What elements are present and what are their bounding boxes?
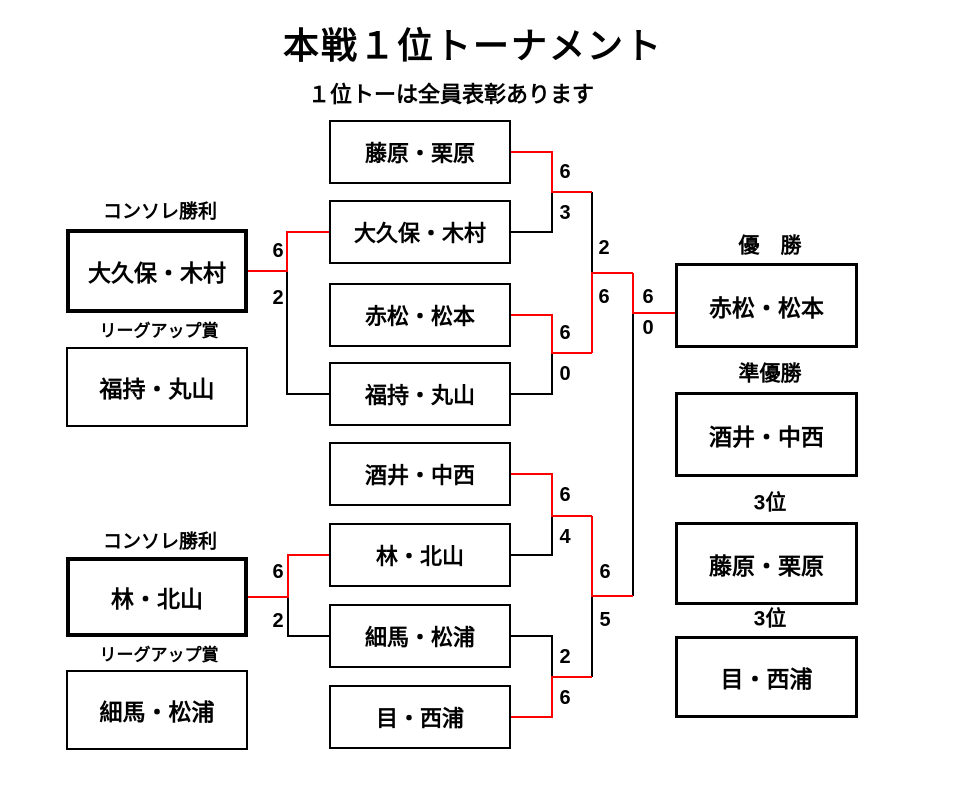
third-place-label-top: 3位 (753, 491, 787, 515)
page-title: 本戦１位トーナメント (282, 25, 664, 66)
score-round1-match4-bottom: 6 (559, 687, 571, 709)
win-path-line (511, 676, 592, 718)
round1-team-box-6: 林・北山 (329, 523, 511, 587)
bracket-line (286, 271, 329, 395)
page-subtitle: １位トーは全員表彰あります (307, 82, 595, 107)
league-up-prize-box-bottom: 細馬・松浦 (66, 670, 248, 750)
win-path-line (591, 272, 633, 353)
runner-up-box: 酒井・中西 (675, 392, 858, 477)
league-up-prize-label-bottom: リーグアップ賞 (99, 645, 219, 665)
score-final-bottom: 0 (642, 317, 654, 339)
score-semifinal2-bottom: 5 (599, 609, 611, 631)
bracket-line (511, 635, 553, 677)
round1-team-box-3: 赤松・松本 (329, 283, 511, 347)
third-place-box-bottom: 目・西浦 (675, 636, 858, 718)
win-path-line (511, 151, 592, 193)
score-consolation-top-winner: 6 (272, 240, 284, 262)
consolation-winner-box-top: 大久保・木村 (66, 229, 248, 313)
round1-team-box-1: 藤原・栗原 (329, 120, 511, 184)
score-consolation-bottom-winner: 6 (272, 561, 284, 583)
third-place-label-bottom: 3位 (753, 607, 787, 631)
bracket-line (511, 516, 553, 556)
score-round1-match2-bottom: 0 (559, 363, 571, 385)
score-round1-match4-top: 2 (559, 646, 571, 668)
consolation-winner-label-bottom: コンソレ勝利 (102, 531, 218, 553)
score-final-top: 6 (642, 286, 654, 308)
champion-box: 赤松・松本 (675, 263, 858, 348)
win-path-line (511, 473, 592, 517)
win-path-line (248, 231, 329, 272)
bracket-line (287, 597, 329, 637)
score-round1-match1-top: 6 (559, 161, 571, 183)
score-semifinal1-bottom: 6 (598, 286, 610, 308)
bracket-line (511, 353, 553, 395)
score-round1-match2-top: 6 (559, 322, 571, 344)
score-consolation-bottom-loser: 2 (272, 610, 284, 632)
third-place-box-top: 藤原・栗原 (675, 522, 858, 605)
champion-label: 優 勝 (738, 234, 802, 258)
runner-up-label: 準優勝 (738, 362, 802, 386)
win-path-line (248, 554, 329, 598)
round1-team-box-7: 細馬・松浦 (329, 604, 511, 668)
win-path-line (591, 516, 633, 597)
consolation-winner-label-top: コンソレ勝利 (102, 201, 218, 223)
score-round1-match1-bottom: 3 (559, 202, 571, 224)
round1-team-box-2: 大久保・木村 (329, 200, 511, 264)
score-semifinal2-top: 6 (599, 561, 611, 583)
round1-team-box-4: 福持・丸山 (329, 362, 511, 426)
league-up-prize-box-top: 福持・丸山 (66, 347, 248, 427)
score-round1-match3-top: 6 (559, 484, 571, 506)
win-path-line (632, 273, 675, 314)
score-round1-match3-bottom: 4 (559, 526, 571, 548)
round1-team-box-5: 酒井・中西 (329, 442, 511, 506)
score-consolation-top-loser: 2 (272, 287, 284, 309)
consolation-winner-box-bottom: 林・北山 (66, 557, 248, 637)
score-semifinal1-top: 2 (598, 237, 610, 259)
league-up-prize-label-top: リーグアップ賞 (99, 321, 219, 341)
bracket-line (511, 192, 553, 233)
win-path-line (511, 314, 592, 354)
round1-team-box-8: 目・西浦 (329, 685, 511, 749)
